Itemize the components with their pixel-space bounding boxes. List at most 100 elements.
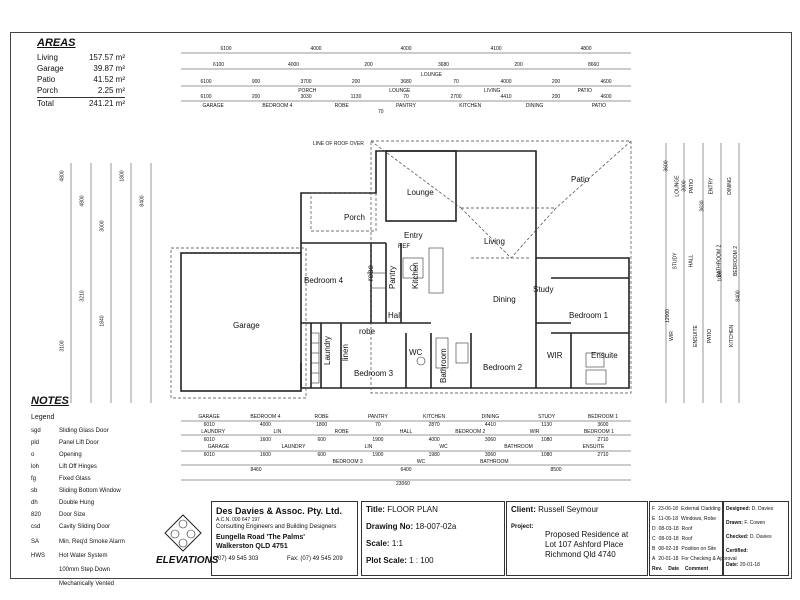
dim-right-value: 8400 [735, 290, 742, 302]
dim-bottom-label: BEDROOM 1 [583, 429, 614, 435]
room-bedroom3: Bedroom 3 [354, 369, 394, 378]
dim-bottom-total: 23060 [396, 481, 410, 487]
dim-bottom-label: KITCHEN [423, 414, 446, 420]
dim-top-label: LOUNGE [389, 88, 411, 94]
notes-title: NOTES [31, 395, 69, 407]
room-robe: robe [366, 264, 375, 281]
dim-top-value: 900 [251, 79, 261, 85]
legend-symbol-code: HWS [31, 553, 45, 559]
project-line1: Proposed Residence at [545, 530, 629, 539]
room-porch: Porch [344, 213, 365, 222]
dim-bottom-value: 1600 [259, 452, 271, 458]
legend-item: sgd Sliding Glass Door [31, 425, 125, 437]
legend-symbol-desc: Hot Water System [59, 553, 108, 559]
company-discipline: Consulting Engineers and Building Design… [216, 524, 337, 530]
dim-right-label: ENTRY [708, 177, 715, 195]
dim-top-value: 4100 [490, 46, 502, 52]
dim-top-label: BEDROOM 4 [262, 103, 293, 109]
room-bathroom: Bathroom [439, 348, 448, 383]
legend-code: 820 [31, 512, 42, 518]
company-logo [164, 514, 202, 552]
dim-top-value: 4410 [500, 94, 512, 100]
room-wc: WC [409, 348, 423, 357]
dim-bottom-value: 1980 [428, 452, 440, 458]
dim-bottom-label: BEDROOM 1 [587, 414, 618, 420]
legend-desc: Sliding Glass Door [59, 428, 109, 434]
room-linen: linen [341, 344, 350, 361]
company-address1: Eungella Road 'The Palms' [216, 534, 305, 541]
legend-symbol-code [31, 577, 59, 591]
dim-bottom-value: 600 [317, 452, 326, 458]
rev-date: 11-06-18 [658, 516, 678, 522]
rev-id: B [652, 546, 656, 552]
legend-label: Legend [31, 414, 55, 421]
elevations-label: ELEVATIONS [156, 555, 219, 566]
legend-code: o [31, 452, 35, 458]
revision-header: Rev. Date Comment [652, 566, 708, 572]
company-name: Des Davies & Assoc. Pty. Ltd. [216, 506, 343, 516]
dim-top-value: 4000 [500, 79, 512, 85]
room-living: Living [484, 237, 505, 246]
dim-bottom-value: 1900 [372, 437, 384, 443]
company-acn: A.C.N. 000 647 197 [216, 517, 260, 523]
areas-total-value: 241.21 m² [88, 99, 125, 108]
dim-bottom-value: 6010 [203, 422, 215, 428]
dim-bottom-label: BEDROOM 3 [332, 459, 363, 465]
dim-bottom-value: 1080 [541, 437, 553, 443]
dim-bottom-label: BEDROOM 4 [250, 414, 281, 420]
room-bedroom4: Bedroom 4 [304, 276, 344, 285]
dim-right-label: PATIO [707, 328, 714, 344]
dim-right-value: 3600 [663, 160, 670, 172]
legend-desc: Panel Lift Door [59, 440, 99, 446]
areas-row-value: 41.52 m² [93, 75, 125, 84]
room-hall: Hall [388, 311, 402, 320]
rev-id: D [652, 526, 656, 532]
dim-top-value: 200 [551, 94, 561, 100]
dim-right-value: 3630 [699, 200, 706, 212]
dim-bottom-value: 3600 [597, 422, 609, 428]
dim-top-label: ROBE [334, 103, 349, 109]
areas-row-label: Garage [37, 64, 64, 73]
project-line3: Richmond Qld 4740 [545, 550, 616, 559]
dim-bottom-value: 1080 [541, 452, 553, 458]
dim-bottom-label: ROBE [314, 414, 329, 420]
dim-top-value: 200 [551, 79, 561, 85]
dim-right-label: WIR [668, 331, 675, 341]
legend-desc: Lift Off Hinges [59, 464, 97, 470]
dim-right-label: PATIO [689, 178, 696, 194]
dim-bottom-value: 3060 [484, 452, 496, 458]
company-address2: Walkerston QLD 4751 [216, 543, 288, 550]
designed-value: D. Davies [751, 506, 774, 512]
dim-bottom-value: 4000 [259, 422, 271, 428]
checked-label: Checked: [726, 534, 749, 540]
comment-col-header: Comment [685, 566, 709, 572]
scale-value: 1:1 [391, 539, 403, 548]
dim-top-label: KITCHEN [459, 103, 482, 109]
rev-col-header: Rev. [652, 566, 663, 572]
dim-top-value: 4600 [600, 94, 612, 100]
legend-symbol-desc: Min. Req'd Smoke Alarm [59, 539, 125, 545]
dim-bottom-label: BATHROOM [480, 459, 509, 465]
legend-code: fg [31, 476, 37, 482]
dim-bottom-value: 4410 [484, 422, 496, 428]
rev-comment: Position on Site [681, 546, 717, 552]
legend-code: sb [31, 488, 38, 494]
dim-bottom-value: 2870 [428, 422, 440, 428]
rev-comment: Windows, Robe [681, 516, 717, 522]
legend-symbol-item: 100mm Step Down [31, 563, 125, 577]
dim-right-value: 3000 [681, 180, 688, 192]
dim-bottom-label: WC [416, 459, 426, 465]
legend-code: sgd [31, 428, 41, 434]
rev-id: E [652, 516, 656, 522]
dim-bottom-label: LIN [364, 444, 373, 450]
dim-bottom-label: BATHROOM [504, 444, 533, 450]
